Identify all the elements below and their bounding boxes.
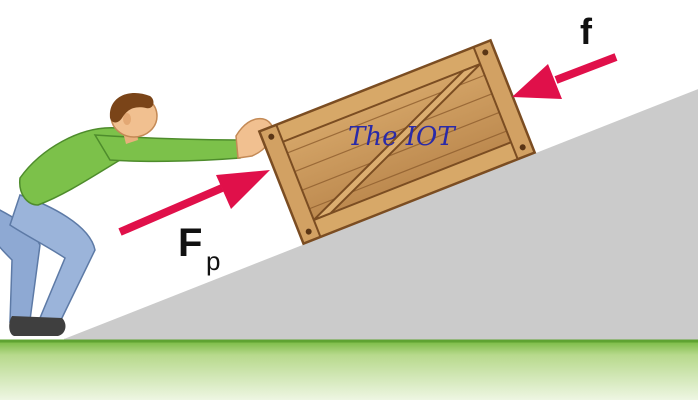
push-force-arrow <box>118 170 270 236</box>
friction-force-arrow <box>512 53 618 99</box>
push-force-label: F <box>178 221 202 265</box>
friction-force-label: f <box>580 11 593 52</box>
ground <box>0 340 698 400</box>
watermark-text: The IOT <box>348 122 456 152</box>
push-force-subscript: p <box>206 246 220 276</box>
person-pushing-icon <box>0 92 274 336</box>
wooden-crate-icon <box>257 38 537 246</box>
